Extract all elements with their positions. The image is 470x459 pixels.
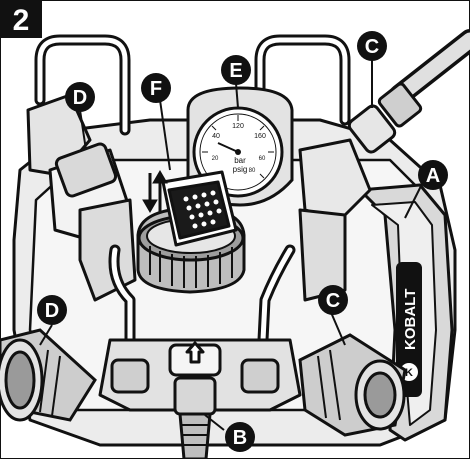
gauge-tick-label: 40 bbox=[212, 133, 220, 140]
callout-c-bottom: C bbox=[318, 285, 348, 346]
gauge-unit-bar: bar bbox=[234, 156, 246, 165]
callout-label: C bbox=[365, 36, 379, 58]
callout-label: E bbox=[229, 60, 242, 82]
callout-d-bottom: D bbox=[37, 295, 67, 346]
gauge-tick-label: 120 bbox=[232, 123, 244, 130]
gauge-tick-label: 20 bbox=[212, 156, 219, 162]
step-number: 2 bbox=[13, 4, 30, 37]
bottom-manifold bbox=[98, 338, 302, 412]
callout-label: D bbox=[45, 300, 59, 322]
outlet-hose bbox=[347, 29, 470, 154]
brand-logo-letter: K bbox=[405, 367, 413, 379]
callout-label: C bbox=[326, 290, 340, 312]
arrow-up-icon bbox=[185, 341, 205, 364]
gauge-tick-label: 80 bbox=[249, 168, 256, 174]
gauge-unit-psig: psig bbox=[233, 165, 248, 174]
gauge-tick-label: 60 bbox=[259, 156, 266, 162]
callout-label: F bbox=[150, 78, 162, 100]
callout-b: B bbox=[204, 414, 255, 452]
callout-label: B bbox=[233, 427, 247, 449]
callout-label: A bbox=[426, 165, 440, 187]
right-quick-connector bbox=[298, 333, 407, 437]
gauge-needle bbox=[217, 142, 239, 153]
inlet-connector bbox=[173, 376, 217, 459]
callout-f: F bbox=[141, 73, 171, 171]
right-housing bbox=[298, 138, 372, 302]
upper-left-coupling bbox=[54, 142, 118, 198]
callout-c-top: C bbox=[357, 31, 387, 108]
up-down-arrows-icon bbox=[142, 170, 168, 213]
left-housing bbox=[26, 93, 137, 302]
left-quick-connector bbox=[0, 328, 97, 422]
step-badge: 2 bbox=[0, 0, 42, 38]
brand-name: KOBALT bbox=[402, 289, 419, 350]
callout-e: E bbox=[221, 55, 251, 109]
callout-d-top: D bbox=[65, 82, 95, 151]
callout-label: D bbox=[73, 87, 87, 109]
filter-cap bbox=[136, 170, 246, 294]
tube-loops bbox=[34, 34, 351, 366]
gauge-tick-label: 160 bbox=[254, 133, 266, 140]
callout-a: A bbox=[404, 160, 448, 219]
